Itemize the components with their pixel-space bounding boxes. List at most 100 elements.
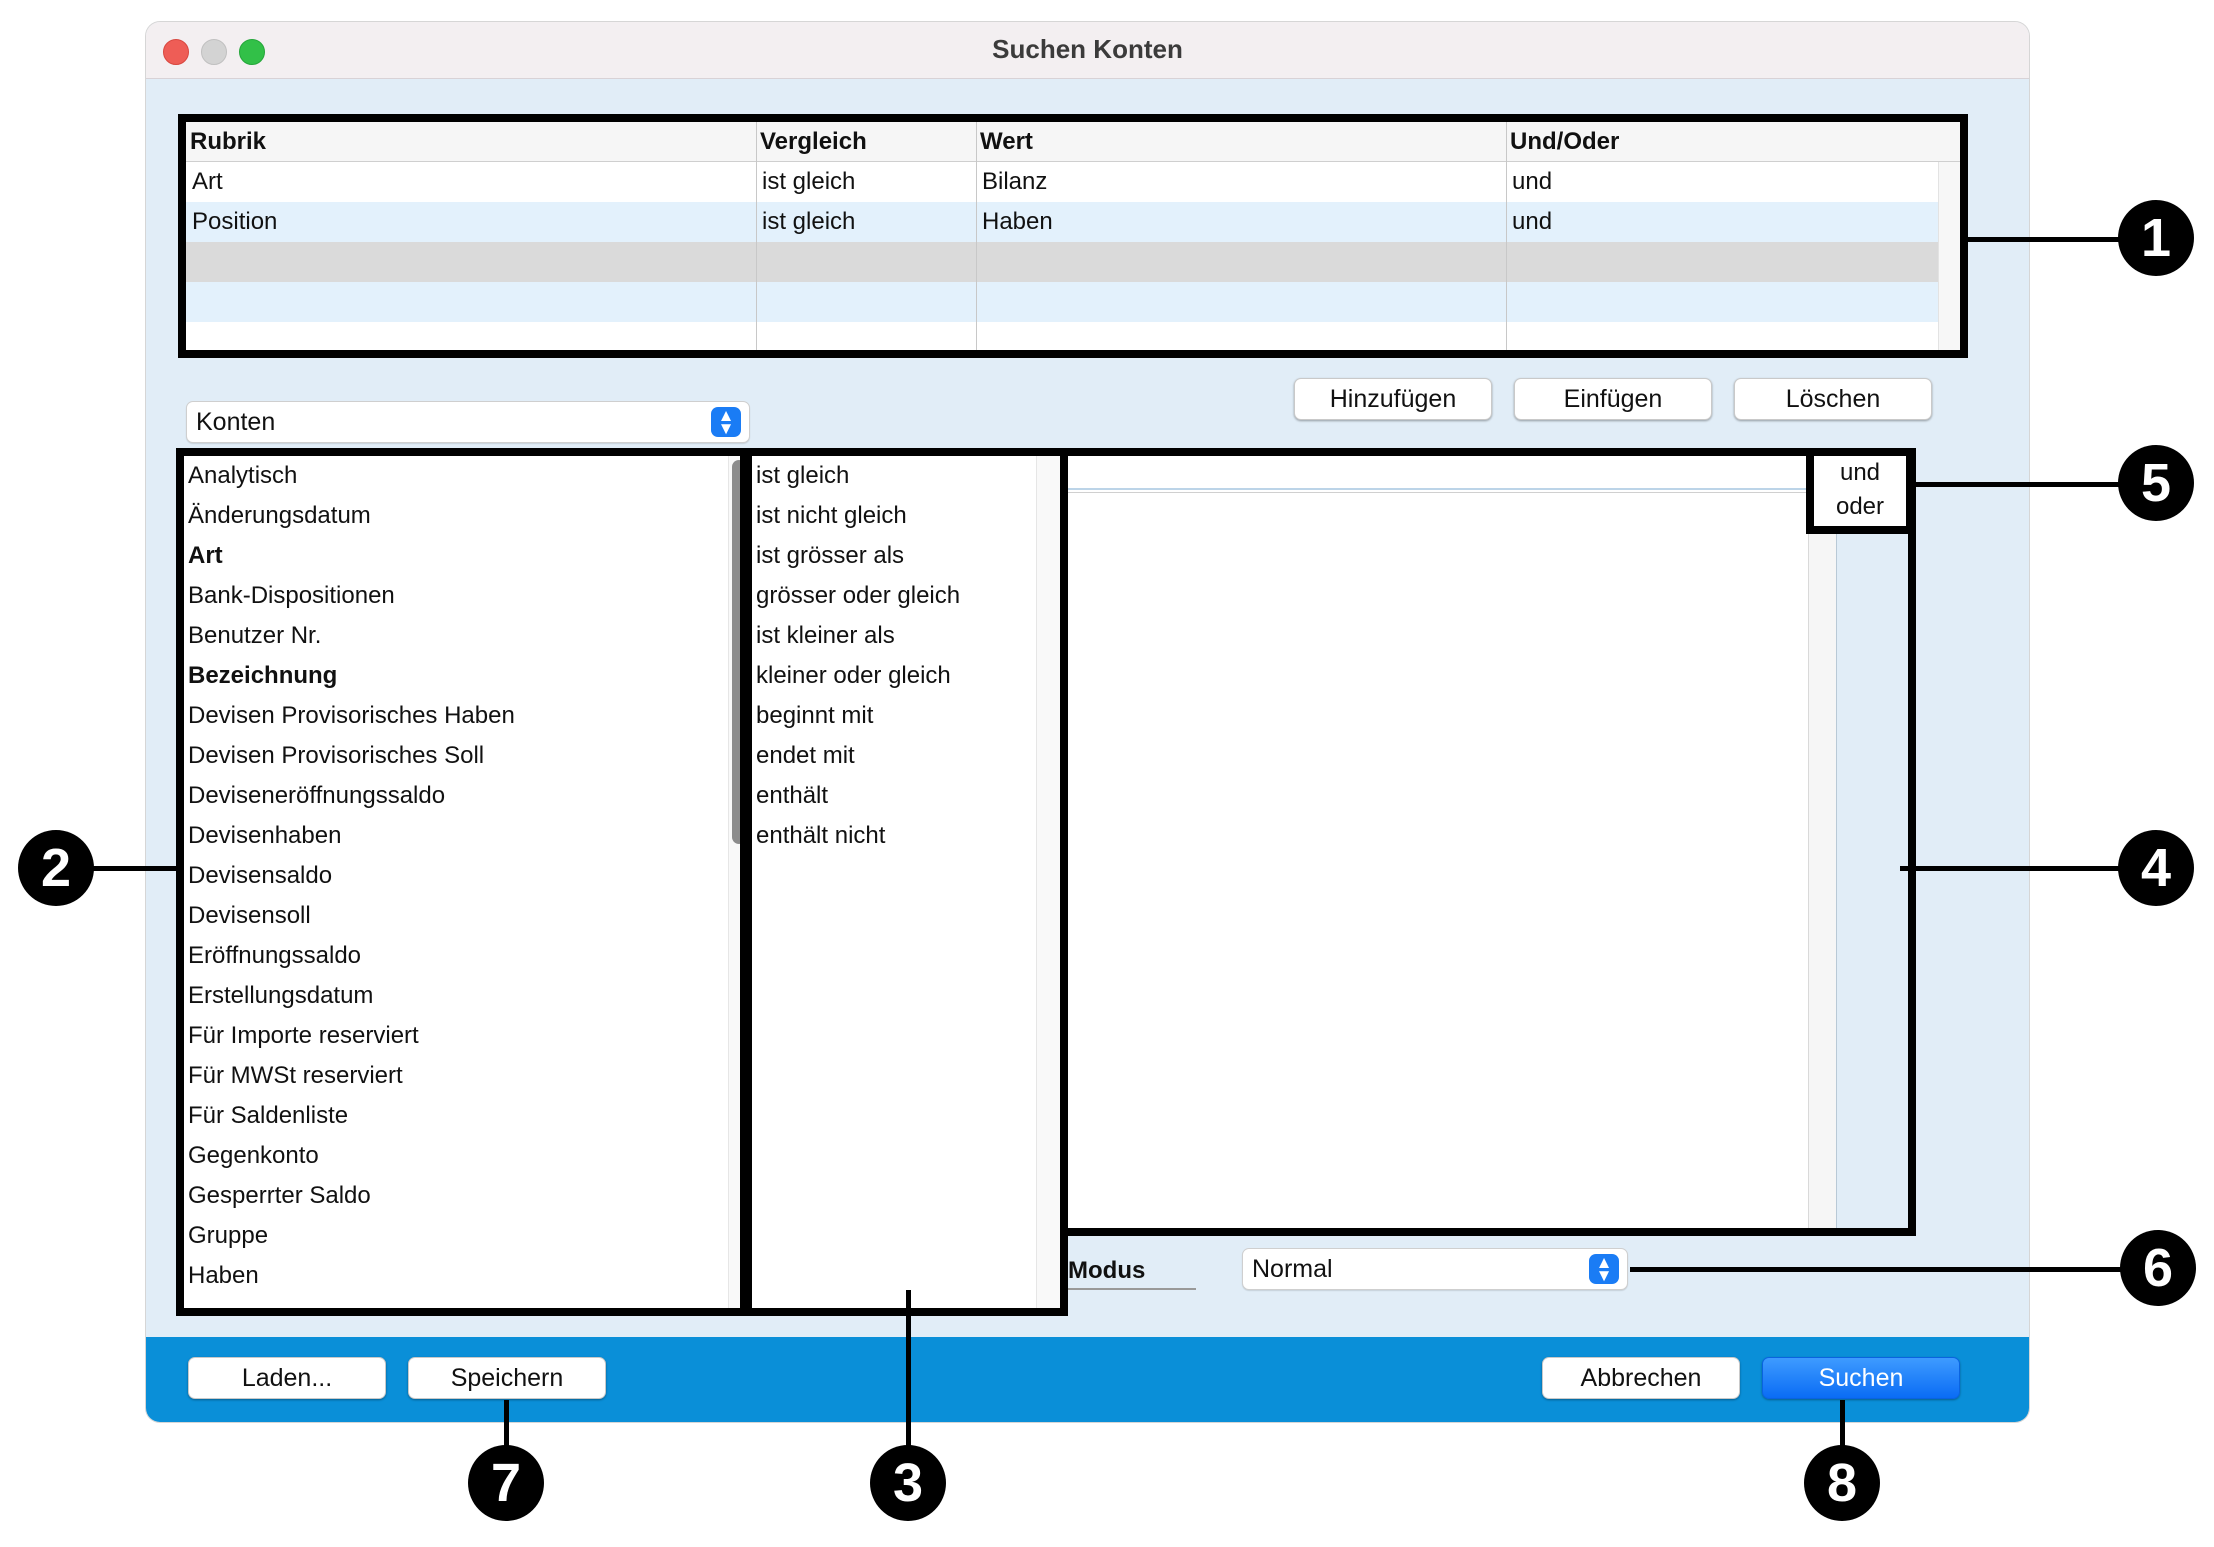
comparison-list-item[interactable]: endet mit bbox=[756, 742, 855, 769]
callout-line-4 bbox=[1900, 866, 2132, 871]
callout-badge-5: 5 bbox=[2118, 445, 2194, 521]
load-button[interactable]: Laden... bbox=[188, 1357, 386, 1399]
cell-wert: Haben bbox=[982, 208, 1053, 235]
comparison-list[interactable]: ist gleich ist nicht gleich ist grösser al… bbox=[744, 448, 1068, 1316]
field-list-item[interactable]: Devisen Provisorisches Haben bbox=[188, 702, 515, 729]
comparison-list-item[interactable]: enthält nicht bbox=[756, 822, 886, 849]
save-button[interactable]: Speichern bbox=[408, 1357, 606, 1399]
field-list-scrollbar[interactable] bbox=[728, 456, 740, 1308]
callout-badge-8: 8 bbox=[1804, 1445, 1880, 1521]
conjunction-und[interactable]: und bbox=[1839, 459, 1881, 486]
field-list-item[interactable]: Gruppe bbox=[188, 1222, 269, 1249]
field-list-item[interactable]: Änderungsdatum bbox=[188, 502, 371, 529]
comparison-list-item[interactable]: enthält bbox=[756, 782, 829, 809]
table-row[interactable] bbox=[186, 282, 1938, 322]
column-header-vergleich[interactable]: Vergleich bbox=[756, 122, 976, 162]
callout-line-3 bbox=[906, 1290, 911, 1470]
field-list-item[interactable]: Gesperrter Saldo bbox=[188, 1182, 371, 1209]
minimize-window-button[interactable] bbox=[201, 39, 227, 65]
callout-badge-4: 4 bbox=[2118, 830, 2194, 906]
cell-undoder: und bbox=[1512, 208, 1553, 235]
table-row[interactable] bbox=[186, 322, 1938, 350]
cell-vergleich: ist gleich bbox=[762, 168, 856, 195]
column-header-rubrik[interactable]: Rubrik bbox=[186, 122, 756, 162]
table-row[interactable]: Art ist gleich Bilanz und bbox=[186, 162, 1938, 202]
field-list-item[interactable]: Devisenhaben bbox=[188, 822, 342, 849]
field-list-item[interactable]: Devisensaldo bbox=[188, 862, 333, 889]
title-bar: Suchen Konten bbox=[146, 22, 2029, 79]
chevron-up-down-icon: ▲▼ bbox=[1589, 1254, 1619, 1284]
search-dialog: Suchen Konten Rubrik Vergleich Wert Und/… bbox=[146, 22, 2029, 1422]
mode-select-popup[interactable]: Normal ▲▼ bbox=[1242, 1248, 1628, 1290]
search-button[interactable]: Suchen bbox=[1762, 1357, 1960, 1399]
field-list-item[interactable]: Bank-Dispositionen bbox=[188, 582, 395, 609]
callout-line-6 bbox=[1630, 1267, 2132, 1272]
field-list-item[interactable]: Devisen Provisorisches Soll bbox=[188, 742, 485, 769]
cell-rubrik: Art bbox=[192, 168, 223, 195]
table-row[interactable]: Position ist gleich Haben und bbox=[186, 202, 1938, 242]
field-list-item[interactable]: Haben bbox=[188, 1262, 259, 1289]
field-list-item[interactable]: Benutzer Nr. bbox=[188, 622, 322, 649]
zoom-window-button[interactable] bbox=[239, 39, 265, 65]
field-list-item[interactable]: Für MWSt reserviert bbox=[188, 1062, 403, 1089]
field-list-item[interactable]: Erstellungsdatum bbox=[188, 982, 374, 1009]
chevron-up-down-icon: ▲▼ bbox=[711, 407, 741, 437]
insert-row-button[interactable]: Einfügen bbox=[1514, 378, 1712, 420]
callout-badge-7: 7 bbox=[468, 1445, 544, 1521]
comparison-list-item[interactable]: beginnt mit bbox=[756, 702, 874, 729]
value-input[interactable] bbox=[1068, 456, 1808, 490]
value-area[interactable] bbox=[1060, 448, 1916, 1236]
field-list-item[interactable]: Für Importe reserviert bbox=[188, 1022, 419, 1049]
comparison-list-item[interactable]: grösser oder gleich bbox=[756, 582, 961, 609]
mode-select-value: Normal bbox=[1252, 1255, 1333, 1283]
column-header-filler bbox=[1622, 122, 1960, 162]
column-divider bbox=[756, 122, 757, 350]
delete-row-button[interactable]: Löschen bbox=[1734, 378, 1932, 420]
callout-line-2 bbox=[80, 866, 180, 871]
table-select-popup[interactable]: Konten ▲▼ bbox=[186, 401, 750, 443]
comparison-list-item[interactable]: ist kleiner als bbox=[756, 622, 895, 649]
field-list-item[interactable]: Gegenkonto bbox=[188, 1142, 319, 1169]
callout-line-1 bbox=[1966, 237, 2132, 242]
field-list-item[interactable]: Eröffnungssaldo bbox=[188, 942, 362, 969]
column-divider bbox=[976, 122, 977, 350]
criteria-table[interactable]: Rubrik Vergleich Wert Und/Oder Art ist g… bbox=[178, 114, 1968, 358]
value-list-scrollbar[interactable] bbox=[1808, 492, 1837, 1228]
callout-line-8 bbox=[1840, 1400, 1845, 1470]
callout-badge-2: 2 bbox=[18, 830, 94, 906]
add-row-button[interactable]: Hinzufügen bbox=[1294, 378, 1492, 420]
field-list-item[interactable]: Devisensoll bbox=[188, 902, 311, 929]
cell-wert: Bilanz bbox=[982, 168, 1048, 195]
comparison-list-scrollbar[interactable] bbox=[1036, 456, 1060, 1308]
field-list-item[interactable]: Für Saldenliste bbox=[188, 1102, 349, 1129]
field-list-item[interactable]: Analytisch bbox=[188, 462, 298, 489]
comparison-list-item[interactable]: ist nicht gleich bbox=[756, 502, 907, 529]
value-list[interactable] bbox=[1068, 492, 1808, 1228]
comparison-list-item[interactable]: kleiner oder gleich bbox=[756, 662, 951, 689]
comparison-list-item[interactable]: ist gleich bbox=[756, 462, 850, 489]
callout-line-5 bbox=[1912, 482, 2132, 487]
field-list-item[interactable]: Bezeichnung bbox=[188, 662, 338, 689]
callout-badge-3: 3 bbox=[870, 1445, 946, 1521]
callout-badge-1: 1 bbox=[2118, 200, 2194, 276]
cancel-button[interactable]: Abbrechen bbox=[1542, 1357, 1740, 1399]
cell-rubrik: Position bbox=[192, 208, 278, 235]
value-side-panel bbox=[1836, 456, 1908, 1228]
field-list-item[interactable]: Deviseneröffnungssaldo bbox=[188, 782, 446, 809]
table-select-value: Konten bbox=[196, 408, 276, 436]
cell-vergleich: ist gleich bbox=[762, 208, 856, 235]
conjunction-selector[interactable]: und oder bbox=[1806, 448, 1914, 534]
close-window-button[interactable] bbox=[163, 39, 189, 65]
field-list-item[interactable]: Art bbox=[188, 542, 223, 569]
window-title: Suchen Konten bbox=[992, 34, 1183, 64]
column-header-wert[interactable]: Wert bbox=[976, 122, 1506, 162]
comparison-list-item[interactable]: ist grösser als bbox=[756, 542, 905, 569]
conjunction-oder[interactable]: oder bbox=[1835, 493, 1885, 520]
column-header-undoder[interactable]: Und/Oder bbox=[1506, 122, 1622, 162]
scrollbar-thumb[interactable] bbox=[732, 460, 740, 844]
bottom-bar: Laden... Speichern Abbrechen Suchen bbox=[146, 1337, 2029, 1422]
table-scrollbar[interactable] bbox=[1938, 162, 1960, 350]
mode-label: Modus bbox=[1068, 1254, 1196, 1290]
table-row-selected[interactable] bbox=[186, 242, 1938, 282]
